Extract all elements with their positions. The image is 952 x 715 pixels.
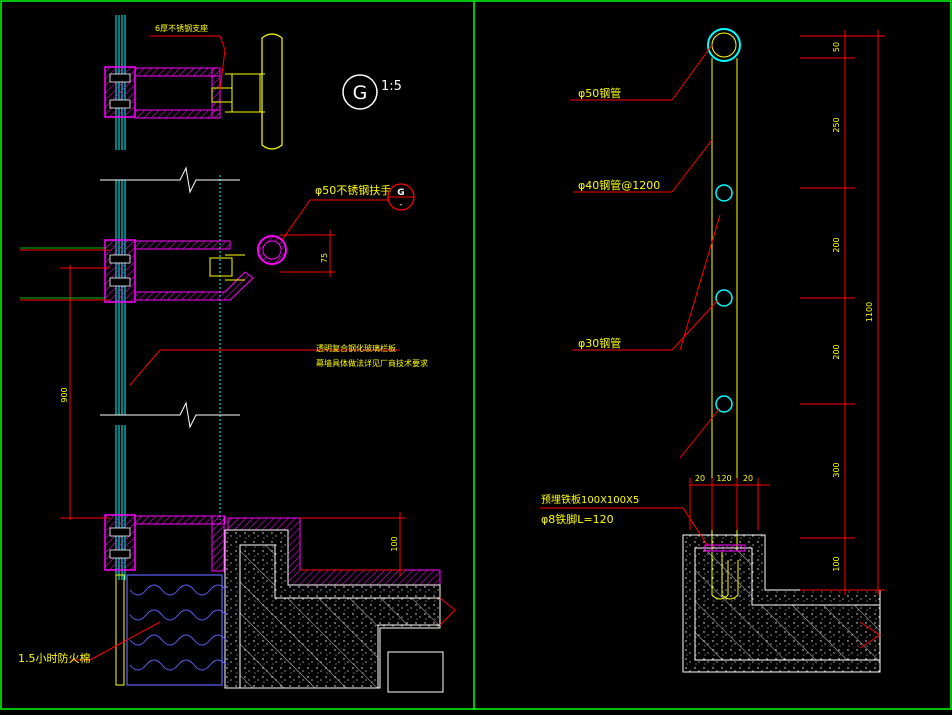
label-stainless-support: 6厚不锈钢支座 (155, 23, 208, 33)
label-glass-line2: 幕墙具体做法详见厂商技术要求 (316, 358, 428, 368)
dim-bottom-3: 20 (743, 474, 753, 483)
detail-bubble: G 1:5 (342, 74, 402, 110)
label-embedded-plate: 预埋铁板100X100X5 (541, 493, 639, 506)
label-anchor: φ8铁脚L=120 (541, 512, 614, 526)
dim-right-6: 100 (832, 556, 841, 571)
label-glass-line1: 透明复合钢化玻璃栏板 (316, 343, 396, 353)
label-top-rail: φ50钢管 (578, 86, 621, 100)
label-handrail: φ50不锈钢扶手 (315, 183, 391, 197)
label-fire-insulation: 1.5小时防火棉 (18, 651, 91, 665)
dim-bottom-2: 120 (716, 474, 731, 483)
dimension-lines-left-green (20, 247, 105, 299)
dim-bottom-1: 20 (695, 474, 705, 483)
ref-bubble-letter: G (397, 188, 404, 198)
ref-bubble: G - (387, 183, 415, 211)
dim-right-1: 50 (832, 42, 841, 52)
dim-right-2: 250 (832, 117, 841, 132)
label-post: φ40钢管@1200 (578, 178, 660, 192)
dim-900: 900 (60, 387, 69, 402)
dim-right-5: 300 (832, 462, 841, 477)
top-frame-section (104, 66, 265, 119)
left-detail: 6厚不锈钢支座 G 1:5 φ50不锈钢扶手 G - 透明复合钢化玻璃栏板 幕墙… (18, 15, 456, 693)
concrete-base (682, 534, 881, 673)
label-mid-rail: φ30钢管 (578, 336, 621, 350)
detail-scale: 1:5 (381, 79, 402, 94)
dim-right-total: 1100 (865, 302, 874, 322)
dim-75: 75 (320, 253, 329, 263)
right-detail: φ50钢管 φ40钢管@1200 φ30钢管 预埋铁板100X100X5 φ8铁… (540, 28, 885, 673)
break-lines (100, 166, 240, 429)
dim-right-3: 200 (832, 237, 841, 252)
dim-100: 100 (390, 536, 399, 551)
top-rail-pipe (707, 28, 741, 62)
bottom-frame-section (104, 514, 441, 586)
dimension-lines-right (540, 30, 885, 595)
top-handrail-pipe (261, 33, 283, 150)
fire-insulation (115, 574, 227, 686)
dim-right-4: 200 (832, 344, 841, 359)
middle-frame-section (104, 239, 254, 303)
ref-bubble-dash: - (399, 200, 402, 210)
detail-bubble-letter: G (353, 82, 368, 104)
mid-rail-pipes (715, 184, 733, 413)
dimension-lines-left (20, 35, 405, 661)
concrete-slab (224, 529, 456, 693)
